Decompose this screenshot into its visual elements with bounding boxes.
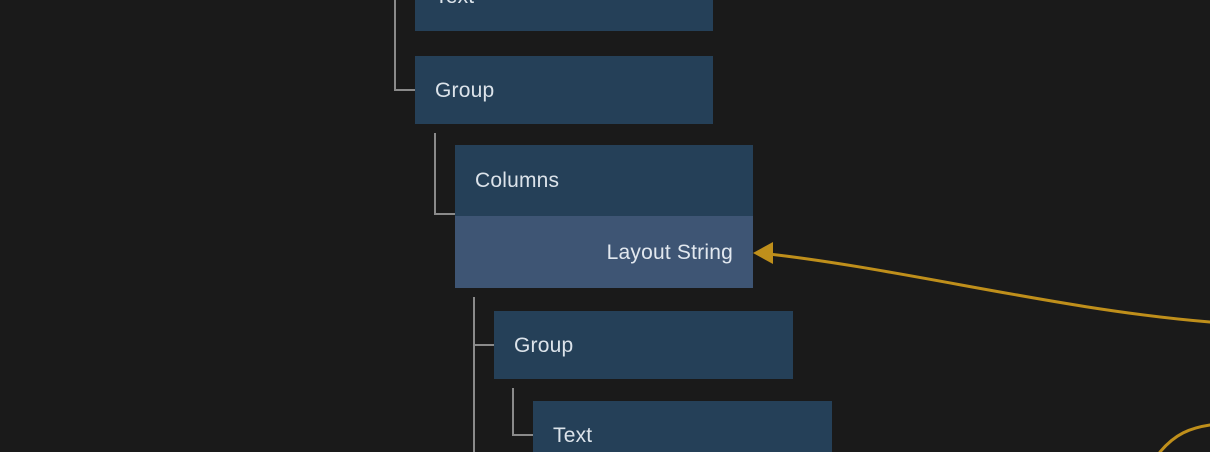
- reference-link-arrowhead: [753, 242, 773, 264]
- tree-node-row-label: Layout String: [455, 216, 753, 288]
- tree-node-label: Text: [415, 0, 713, 31]
- reference-link-curve: [1158, 423, 1210, 452]
- tree-connector: [434, 133, 455, 215]
- tree-node-label: Text: [533, 401, 832, 452]
- tree-connector: [512, 388, 533, 436]
- tree-node-row-layout-string[interactable]: Layout String: [455, 216, 753, 288]
- tree-node-text-bottom[interactable]: Text: [533, 401, 832, 452]
- tree-node-text-top[interactable]: Text: [415, 0, 713, 31]
- tree-node-label: Group: [494, 311, 793, 379]
- tree-node-label: Columns: [455, 145, 753, 216]
- tree-node-label: Group: [415, 56, 713, 124]
- tree-node-group-1[interactable]: Group: [415, 56, 713, 124]
- reference-link-curve: [758, 251, 1210, 324]
- tree-connector: [394, 0, 415, 91]
- tree-node-group-2[interactable]: Group: [494, 311, 793, 379]
- tree-node-columns[interactable]: Columns: [455, 145, 753, 216]
